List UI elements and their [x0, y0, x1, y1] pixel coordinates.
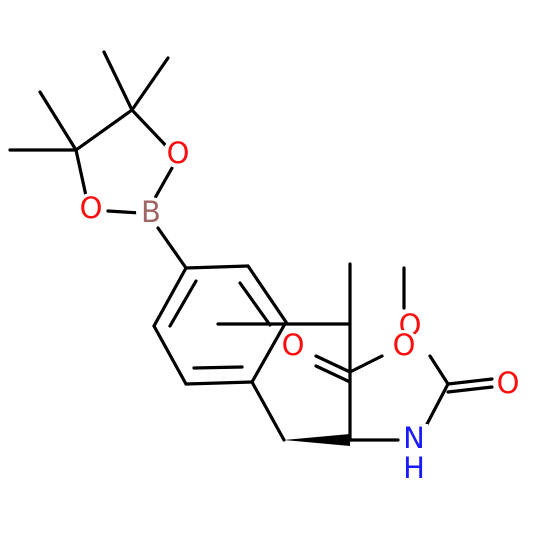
atom-background: [163, 138, 193, 168]
atom-nitrogen: N H: [400, 421, 428, 485]
bond: [314, 364, 352, 384]
atom-boron: B: [136, 195, 166, 229]
bond: [168, 279, 198, 328]
atom-label-boron: B: [141, 195, 161, 229]
bond: [192, 365, 244, 370]
bond: [250, 320, 288, 384]
bond: [446, 385, 494, 394]
atom-oxygen-carbamate-carbonyl: O: [493, 366, 523, 400]
bond: [348, 354, 384, 374]
bond-layer: [8, 50, 494, 446]
atom-label-oxygen: O: [497, 366, 520, 400]
bond: [156, 226, 188, 270]
wedge-bond: [284, 434, 350, 446]
bond: [184, 380, 254, 386]
atom-oxygen-ring-upper: O: [163, 136, 193, 170]
bond: [153, 166, 174, 200]
atom-layer: B O O O O O O N H: [76, 136, 523, 485]
atom-oxygen-ester-carbonyl: O: [389, 328, 419, 362]
bond: [250, 380, 286, 442]
atom-label-oxygen: O: [80, 191, 103, 225]
atom-background: [493, 368, 523, 398]
bond: [428, 354, 450, 386]
bond: [38, 90, 78, 152]
bond: [446, 377, 494, 386]
atom-label-oxygen: O: [282, 328, 305, 362]
atom-oxygen-ring-lower: O: [76, 191, 106, 225]
bond: [106, 209, 142, 215]
bond: [130, 108, 172, 152]
atom-label-nitrogen: N: [403, 421, 425, 455]
bond: [130, 56, 170, 112]
atom-label-oxygen: O: [393, 328, 416, 362]
bond: [184, 264, 250, 270]
bond: [152, 324, 188, 386]
bond: [102, 50, 134, 112]
bond: [238, 281, 272, 327]
atom-background: [389, 330, 419, 360]
bond: [74, 108, 134, 152]
bond: [246, 264, 288, 324]
bond: [152, 266, 188, 328]
bond: [424, 382, 450, 428]
atom-label-hydrogen: H: [403, 451, 425, 485]
atom-oxygen-ester-single: O: [278, 328, 308, 362]
atom-background: [136, 197, 166, 227]
atom-background: [400, 424, 428, 482]
atom-label-oxygen: O: [167, 136, 190, 170]
atom-background: [76, 193, 106, 223]
atom-background: [278, 330, 308, 360]
bond: [314, 354, 352, 374]
